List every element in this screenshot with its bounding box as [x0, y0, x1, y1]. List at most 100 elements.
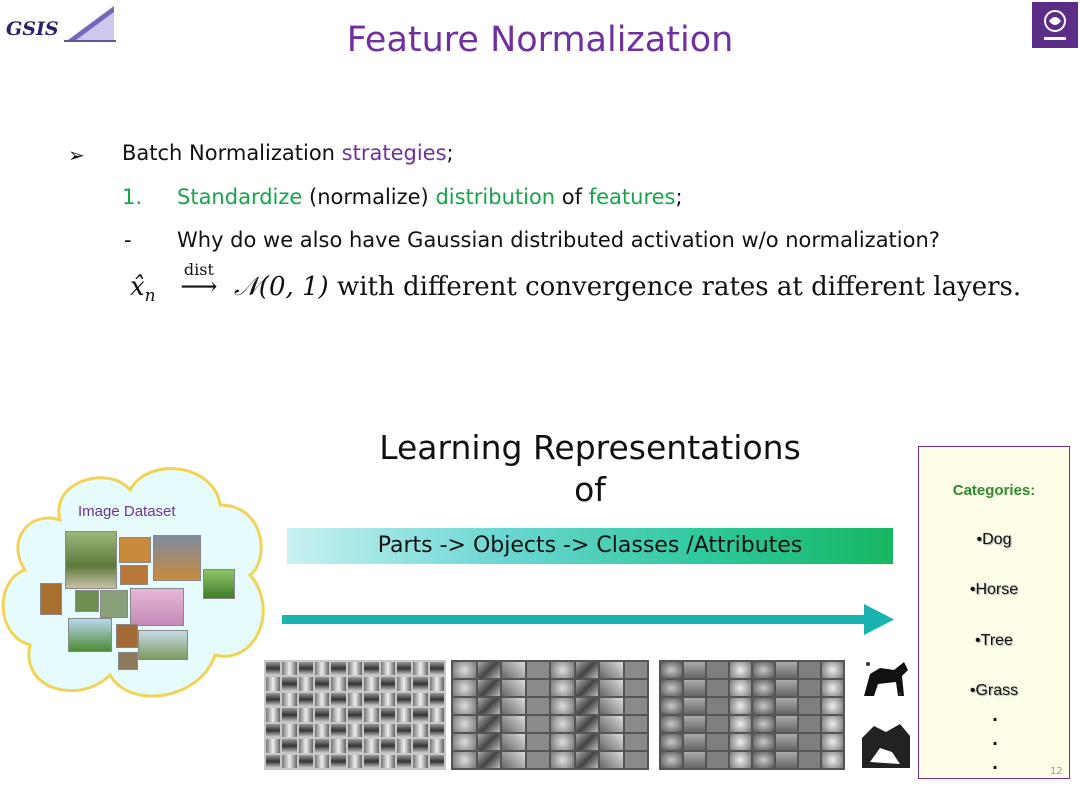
feature-filter-cell [575, 752, 598, 768]
feature-filter-cell [684, 716, 705, 732]
feature-filter-cell [661, 752, 682, 768]
feature-filter-cell [575, 734, 598, 750]
feature-filter-cell [315, 739, 330, 753]
feature-filter-cell [477, 716, 500, 732]
feature-filter-cell [266, 677, 281, 691]
feature-filter-cell [707, 716, 728, 732]
horse-photo [138, 630, 188, 660]
feature-filter-cell [551, 716, 574, 732]
feature-filter-cell [331, 708, 346, 722]
feature-filter-cell [298, 662, 314, 676]
feature-filter-cell [380, 754, 395, 768]
ellipsis-dot: . [992, 754, 999, 773]
feature-filter-cell [526, 662, 549, 678]
learning-title-line2: of [574, 470, 606, 509]
feature-filter-cell [315, 662, 330, 676]
feature-filter-cell [526, 698, 549, 714]
feature-filter-cell [776, 698, 797, 714]
feature-filter-cell [502, 716, 525, 732]
feature-filter-cell [331, 692, 346, 707]
right-arrow-icon [282, 604, 894, 635]
feature-filter-cell [661, 662, 682, 678]
feature-filter-cell [413, 754, 428, 768]
feature-filter-cell [413, 739, 428, 753]
feature-filter-cell [707, 698, 728, 714]
feature-filter-cell [282, 662, 297, 676]
feature-filter-cell [453, 680, 476, 696]
dog-photo [119, 537, 151, 563]
feature-filter-cell [331, 662, 346, 676]
feature-filter-cell [282, 708, 297, 722]
feature-filter-cell [707, 662, 728, 678]
horse-silhouette-image [860, 656, 912, 701]
bullet-arrow-icon: ➢ [68, 143, 85, 167]
category-item: •Tree [975, 632, 1013, 649]
feature-filter-cell [822, 698, 843, 714]
feature-filter-cell [753, 680, 774, 696]
feature-filter-cell [730, 716, 751, 732]
feature-filter-cell [364, 692, 379, 707]
feature-filter-cell [429, 739, 444, 753]
feature-filter-cell [298, 677, 314, 691]
feature-filter-cell [730, 752, 751, 768]
feature-filter-cell [364, 739, 379, 753]
feature-filter-cell [753, 662, 774, 678]
feature-filter-cell [477, 752, 500, 768]
category-item: •Grass [969, 682, 1019, 699]
feature-filter-cell [380, 677, 395, 691]
dog-photo [118, 652, 138, 670]
page-number: 12 [1050, 766, 1063, 777]
feature-filter-cell [396, 754, 412, 768]
feature-filter-cell [624, 716, 647, 732]
ellipsis-dot: . [992, 706, 999, 725]
highlight-strategies: strategies [341, 141, 447, 165]
learning-title-line1: Learning Representations [379, 428, 801, 467]
logo-text: GSIS [6, 18, 59, 40]
feature-filter-cell [684, 680, 705, 696]
feature-filter-cell [575, 662, 598, 678]
feature-filter-cell [661, 734, 682, 750]
tree-photo [130, 588, 184, 626]
feature-filter-cell [684, 752, 705, 768]
feature-filter-cell [266, 662, 281, 676]
feature-filter-cell [364, 723, 379, 738]
feature-filter-cell [429, 677, 444, 691]
formula-arrow-glyph: ⟶ [180, 272, 218, 302]
feature-filter-cell [298, 739, 314, 753]
feature-filter-cell [347, 662, 363, 676]
feature-filter-cell [331, 739, 346, 753]
feature-filter-cell [684, 698, 705, 714]
pipeline-banner [287, 528, 893, 564]
feature-filter-cell [413, 708, 428, 722]
feature-filter-cell [575, 716, 598, 732]
feature-filter-cell [347, 692, 363, 707]
formula-x-hat: x̂ [130, 272, 145, 302]
feature-filter-cell [380, 739, 395, 753]
feature-filter-cell [364, 754, 379, 768]
formula: x̂n dist⟶𝒩(0, 1) with different converge… [130, 260, 1022, 306]
feature-filter-cell [477, 734, 500, 750]
feature-filter-cell [396, 723, 412, 738]
formula-tail: with different convergence rates at diff… [328, 272, 1022, 302]
feature-filter-cell [266, 739, 281, 753]
feature-filter-cell [364, 708, 379, 722]
feature-filter-cell [600, 734, 623, 750]
tree-photo [68, 618, 112, 652]
feature-filter-cell [315, 708, 330, 722]
feature-filter-cell [453, 698, 476, 714]
feature-filter-cell [624, 752, 647, 768]
feature-filter-cell [502, 680, 525, 696]
dog-photo [153, 535, 201, 581]
dog-photo [120, 565, 148, 585]
feature-filter-cell [380, 708, 395, 722]
feature-filter-cell [684, 662, 705, 678]
feature-filter-cell [551, 698, 574, 714]
ellipsis-dot: . [992, 730, 999, 749]
feature-filter-cell [822, 734, 843, 750]
feature-filter-cell [298, 754, 314, 768]
feature-filter-cell [624, 698, 647, 714]
feature-filter-cell [753, 752, 774, 768]
feature-filter-cell [266, 754, 281, 768]
formula-arrow-label: dist [183, 260, 214, 279]
bullet-batch-normalization: Batch Normalization strategies; [122, 141, 454, 165]
